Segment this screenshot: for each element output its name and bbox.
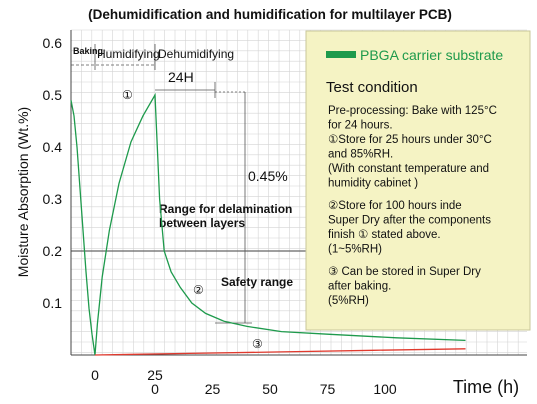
annotation-circle-1: ① — [122, 88, 133, 102]
test-condition-line: humidity cabinet ) — [328, 178, 418, 190]
annotation-safety-range: Safety range — [221, 275, 293, 289]
test-condition-line: Pre-processing: Bake with 125°C — [328, 105, 497, 117]
annotation-delamination-line2: between layers — [159, 216, 245, 230]
test-condition-line: finish ① stated above. — [328, 229, 441, 241]
annotation-circle-2: ② — [193, 283, 204, 297]
series-line-2 — [94, 348, 466, 356]
x-tick-label: 100 — [373, 381, 397, 397]
test-condition-title: Test condition — [326, 79, 418, 96]
x-axis-label: Time (h) — [453, 377, 519, 397]
phase-humidifying: Humidifying — [97, 47, 160, 61]
y-tick-label: 0.6 — [43, 35, 63, 51]
x-tick-label: 25 — [205, 381, 221, 397]
test-condition-line: after baking. — [328, 281, 391, 293]
series-line-1 — [70, 92, 466, 356]
legend-label: PBGA carrier substrate — [360, 47, 503, 63]
test-condition-line: (5%RH) — [328, 295, 369, 307]
annotation-delamination-line1: Range for delamination — [159, 202, 292, 216]
test-condition-line: ①Store for 25 hours under 30°C — [328, 134, 492, 146]
series-lines — [70, 92, 466, 356]
x-tick-label: 25 — [147, 367, 163, 383]
test-condition-line: and 85%RH. — [328, 149, 393, 161]
x-tick-label: 0 — [91, 367, 99, 383]
annotations: 24H ① 0.45% Range for delamination betwe… — [122, 69, 293, 351]
y-axis-label: Moisture Absorption (Wt.%) — [15, 107, 31, 277]
y-tick-label: 0.3 — [43, 191, 63, 207]
y-tick-label: 0.5 — [43, 87, 63, 103]
phase-baking: Baking — [73, 46, 103, 56]
x-tick-label: 0 — [151, 381, 159, 397]
x-tick-label: 50 — [262, 381, 278, 397]
chart-title: (Dehumidification and humidification for… — [88, 7, 452, 22]
phase-labels: Baking Humidifying Dehumidifying — [71, 44, 234, 70]
test-condition-lines: Pre-processing: Bake with 125°C for 24 ho… — [328, 105, 497, 307]
legend-swatch — [326, 51, 356, 58]
test-condition-line: ②Store for 100 hours inde — [328, 200, 462, 212]
y-tick-label: 0.4 — [43, 139, 63, 155]
y-tick-label: 0.2 — [43, 243, 63, 259]
x-tick-label: 75 — [320, 381, 336, 397]
test-condition-line: ③ Can be stored in Super Dry — [328, 266, 481, 278]
test-condition-line: (With constant temperature and — [328, 163, 489, 175]
test-condition-line: for 24 hours. — [328, 120, 393, 132]
annotation-circle-3: ③ — [252, 337, 263, 351]
test-condition-line: Super Dry after the components — [328, 215, 491, 227]
phase-dehumidifying: Dehumidifying — [158, 47, 234, 61]
annotation-24h: 24H — [168, 69, 194, 85]
y-axis-ticks: 0.1 0.2 0.3 0.4 0.5 0.6 — [43, 35, 63, 311]
test-condition-line: (1~5%RH) — [328, 244, 382, 256]
annotation-percent: 0.45% — [248, 168, 288, 184]
plot-frame — [70, 30, 527, 356]
y-tick-label: 0.1 — [43, 295, 63, 311]
test-condition-box: PBGA carrier substrate Test condition Pr… — [305, 30, 531, 331]
